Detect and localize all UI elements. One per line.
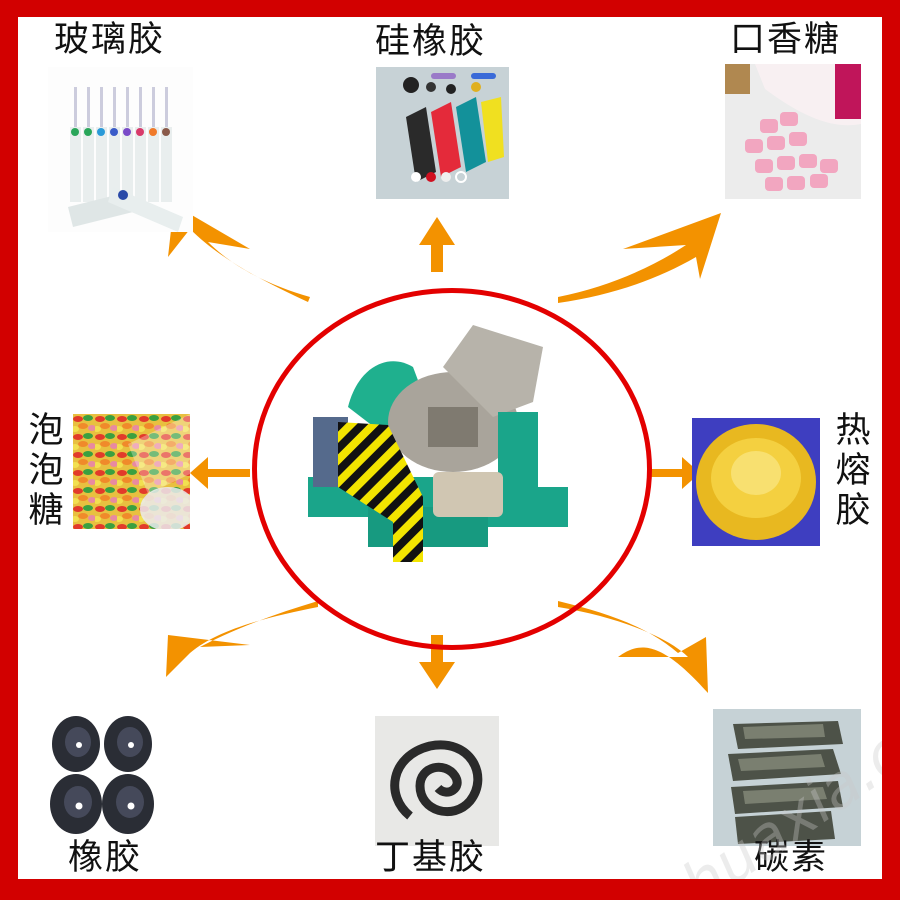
silicone-rubber-image [376, 67, 509, 199]
label-bubble-candy: 泡泡糖 [28, 411, 64, 531]
arrow-to-carbon [558, 601, 708, 693]
chewing-gum-image [725, 64, 861, 199]
arrow-to-rubber [166, 601, 318, 677]
arrow-to-butyl-glue [419, 635, 455, 689]
carbon-image [713, 709, 861, 846]
arrows-layer [166, 207, 721, 693]
hot-melt-glue-image [692, 418, 820, 546]
glass-glue-image [48, 67, 193, 232]
butyl-glue-coil [375, 716, 499, 846]
center-ring [252, 288, 652, 650]
arrow-to-glass-glue [168, 207, 310, 302]
mixer-machine-image [308, 325, 568, 562]
label-butyl-glue: 丁基胶 [375, 838, 487, 878]
arrow-to-bubble-candy [190, 457, 250, 489]
label-silicone-rubber: 硅橡胶 [375, 22, 487, 62]
bubble-candy-image [73, 414, 190, 529]
rubber-image [50, 716, 154, 834]
label-glass-glue: 玻璃胶 [54, 20, 166, 60]
diagram-canvas: 玻璃胶 硅橡胶 [18, 17, 882, 879]
arrow-to-silicone-rubber [419, 217, 455, 272]
arrow-to-hot-melt-glue [648, 457, 700, 489]
label-hot-melt-glue: 热熔胶 [835, 411, 871, 531]
arrow-to-chewing-gum [558, 213, 721, 303]
label-chewing-gum: 口香糖 [730, 20, 842, 60]
label-rubber: 橡胶 [68, 838, 143, 878]
label-carbon: 碳素 [754, 838, 829, 878]
